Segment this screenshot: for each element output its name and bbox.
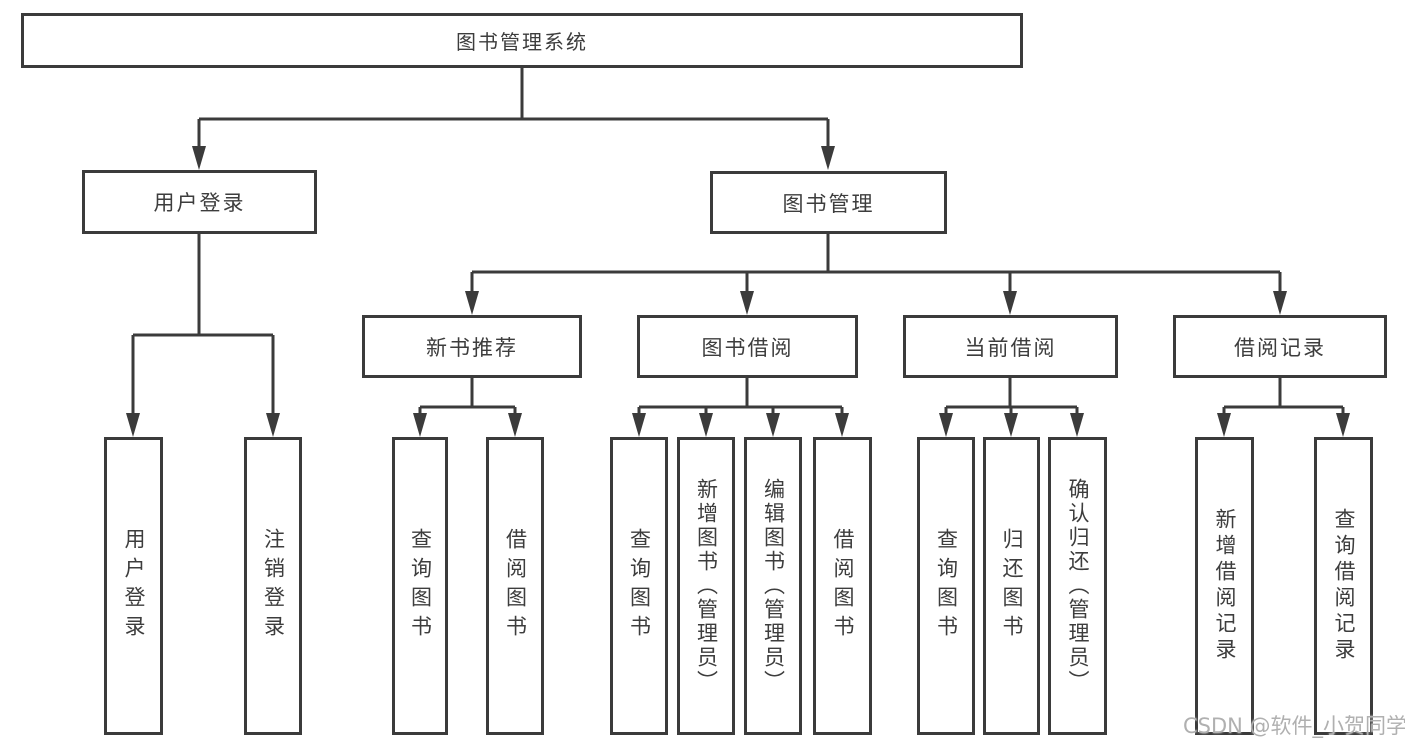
leaf-edit-books-admin: 编辑图书（管理员） [744, 437, 802, 735]
node-book-management: 图书管理 [710, 171, 947, 234]
leaf-return-books-label: 归还图书 [1000, 528, 1024, 644]
leaf-borrow-books-1: 借阅图书 [486, 437, 544, 735]
node-root-label: 图书管理系统 [456, 30, 588, 54]
leaf-query-books-2: 查询图书 [610, 437, 668, 735]
leaf-add-books-admin-label: 新增图书（管理员） [694, 478, 719, 694]
csdn-watermark: CSDN @软件_小贺同学 [1183, 714, 1405, 738]
leaf-edit-books-admin-label: 编辑图书（管理员） [761, 478, 786, 694]
leaf-query-books-3: 查询图书 [917, 437, 975, 735]
leaf-confirm-return-admin-label: 确认归还（管理员） [1066, 478, 1090, 694]
leaf-query-books-1: 查询图书 [392, 437, 448, 735]
leaf-borrow-books-1-label: 借阅图书 [503, 528, 528, 644]
node-user-login: 用户登录 [82, 170, 317, 234]
leaf-logout-label: 注销登录 [261, 528, 286, 644]
leaf-query-borrow-record-label: 查询借阅记录 [1332, 508, 1356, 664]
leaf-return-books: 归还图书 [983, 437, 1040, 735]
node-borrow-records-label: 借阅记录 [1234, 335, 1326, 360]
leaf-query-borrow-record: 查询借阅记录 [1314, 437, 1373, 735]
node-book-management-label: 图书管理 [782, 191, 875, 216]
node-current-borrowing-label: 当前借阅 [964, 335, 1057, 360]
leaf-add-borrow-record: 新增借阅记录 [1195, 437, 1254, 735]
node-book-borrowing: 图书借阅 [637, 315, 858, 378]
leaf-query-books-1-label: 查询图书 [408, 528, 433, 644]
node-borrow-records: 借阅记录 [1173, 315, 1387, 378]
node-book-borrowing-label: 图书借阅 [701, 335, 794, 360]
leaf-user-login-label: 用户登录 [122, 528, 146, 644]
node-root-system: 图书管理系统 [21, 13, 1023, 68]
node-new-book-recommend-label: 新书推荐 [426, 335, 518, 360]
leaf-confirm-return-admin: 确认归还（管理员） [1048, 437, 1107, 735]
leaf-user-login: 用户登录 [104, 437, 163, 735]
leaf-borrow-books-2-label: 借阅图书 [831, 528, 855, 644]
node-user-login-label: 用户登录 [153, 191, 246, 215]
leaf-query-books-2-label: 查询图书 [627, 528, 652, 644]
leaf-borrow-books-2: 借阅图书 [813, 437, 872, 735]
leaf-query-books-3-label: 查询图书 [934, 528, 959, 644]
node-new-book-recommend: 新书推荐 [362, 315, 582, 378]
leaf-logout: 注销登录 [244, 437, 302, 735]
leaf-add-borrow-record-label: 新增借阅记录 [1213, 508, 1237, 664]
node-current-borrowing: 当前借阅 [903, 315, 1118, 378]
leaf-add-books-admin: 新增图书（管理员） [677, 437, 735, 735]
